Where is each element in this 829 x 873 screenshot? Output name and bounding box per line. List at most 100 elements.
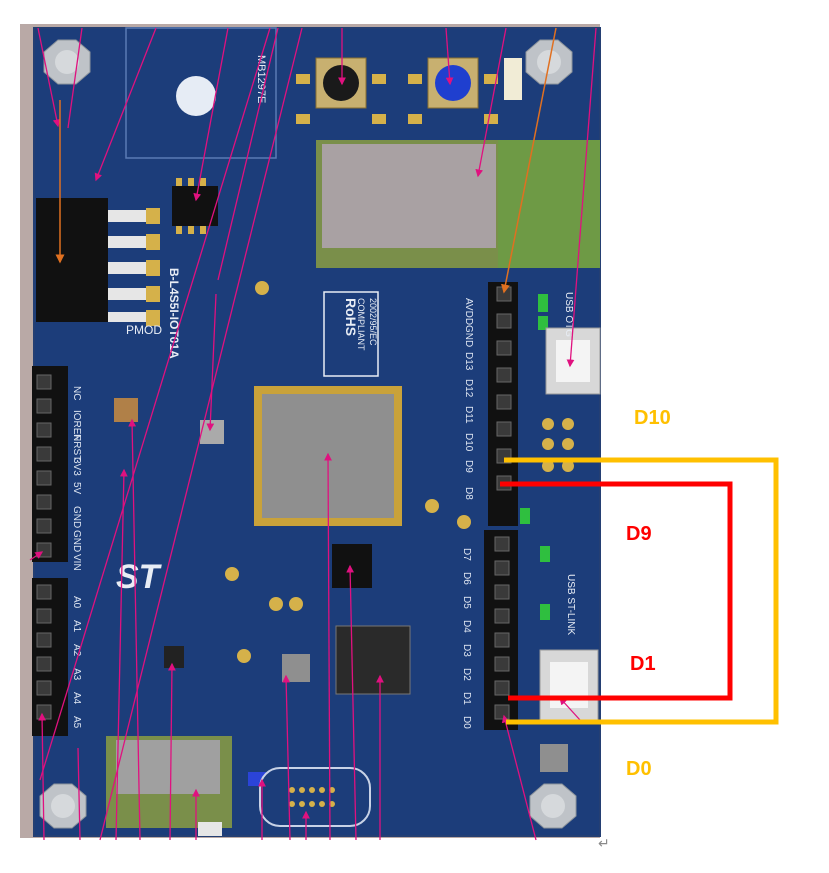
pin-label-5v: 5V — [71, 482, 82, 495]
d9-d1-wire — [500, 481, 733, 701]
pin-label-d13: D13 — [463, 352, 474, 371]
bottom-small-part — [198, 822, 222, 836]
led-green-5 — [540, 604, 550, 620]
pin-label-ioref: IOREF — [71, 410, 82, 441]
usb-stlink-connector — [539, 649, 599, 721]
pin-label-a5: A5 — [71, 716, 82, 729]
led-green-2 — [538, 316, 548, 330]
chip-brown — [114, 398, 138, 422]
header-pin-a0 — [36, 584, 52, 600]
pin-label-d1: D1 — [461, 692, 472, 705]
header-pin-3v3 — [36, 446, 52, 462]
pin-label-d0: D0 — [461, 716, 472, 729]
header-pin-5v — [36, 470, 52, 486]
led-green-4 — [540, 546, 550, 562]
pmod-connector — [36, 198, 160, 326]
chip-small-center — [332, 544, 372, 588]
pin-label-a1: A1 — [71, 620, 82, 633]
pin-label-d11: D11 — [463, 406, 474, 424]
header-pin-nrst — [36, 422, 52, 438]
rohs-compliant: COMPLIANT — [356, 298, 366, 351]
pin-label-a3: A3 — [71, 668, 82, 681]
header-pin-d13 — [496, 340, 512, 356]
chip-stlink-mcu — [335, 625, 411, 695]
pin-label-avdd: AVDD — [463, 298, 474, 325]
header-pin-gnd — [496, 313, 512, 329]
header-pin-d4 — [494, 608, 510, 624]
pin-label-d6: D6 — [461, 572, 472, 585]
header-pin-gnd — [36, 518, 52, 534]
bottom-module — [106, 736, 232, 828]
pin-label-nrst: NRST — [71, 434, 82, 461]
header-pin-nc — [36, 374, 52, 390]
header-pin-d7 — [494, 536, 510, 552]
header-pin-vin — [36, 542, 52, 558]
d10-d0-wire — [504, 457, 779, 725]
chip-mic — [164, 646, 184, 668]
pin-label-vin: VIN — [71, 554, 82, 571]
header-pin-gnd — [36, 494, 52, 510]
reset-button[interactable] — [315, 57, 367, 109]
pin-label-a4: A4 — [71, 692, 82, 705]
chip-bottom-right — [540, 744, 568, 772]
pin-label-d5: D5 — [461, 596, 472, 609]
led-green-1 — [538, 294, 548, 312]
st-logo: ST — [116, 558, 163, 596]
board-name: B-L4S5I-IOT01A — [167, 268, 181, 359]
pin-label-a2: A2 — [71, 644, 82, 657]
pin-label-nc: NC — [71, 386, 82, 400]
header-pin-d12 — [496, 367, 512, 383]
debug-connector — [259, 767, 371, 827]
pin-label-d9: D9 — [463, 460, 474, 473]
label-d1: D1 — [630, 653, 656, 675]
header-pin-a2 — [36, 632, 52, 648]
user-button[interactable] — [427, 57, 479, 109]
module-outline — [125, 27, 277, 159]
reference-lines — [29, 27, 597, 841]
pin-label-d7: D7 — [461, 548, 472, 561]
label-d10: D10 — [634, 407, 671, 429]
header-pin-d6 — [494, 560, 510, 576]
usb-otg-label: USB OTG — [563, 292, 574, 337]
header-pin-a1 — [36, 608, 52, 624]
rohs-mark: RoHS COMPLIANT 2002/95/EC — [323, 291, 379, 377]
pin-label-d4: D4 — [461, 620, 472, 633]
header-pin-d3 — [494, 632, 510, 648]
pin-label-d10: D10 — [463, 433, 474, 452]
pin-label-d8: D8 — [463, 487, 474, 500]
standoff-bottom-right — [529, 783, 577, 829]
module-logo — [176, 76, 216, 116]
header-pin-d5 — [494, 584, 510, 600]
rohs-text: RoHS — [343, 298, 359, 336]
pin-label-d2: D2 — [461, 668, 472, 681]
pin-label-gnd: GND — [463, 325, 474, 347]
wifi-module — [316, 140, 600, 268]
gold-pad-column — [542, 418, 574, 472]
led-green-3 — [520, 508, 530, 524]
header-pin-a3 — [36, 656, 52, 672]
header-pin-a4 — [36, 680, 52, 696]
usb-stlink-label: USB ST-LINK — [565, 574, 576, 635]
header-pin-d2 — [494, 656, 510, 672]
standoff-top-left — [43, 39, 91, 85]
header-pin-d1 — [494, 680, 510, 696]
white-connector — [504, 58, 522, 100]
header-pin-d10 — [496, 421, 512, 437]
header-pin-a5 — [36, 704, 52, 720]
standoff-bottom-left — [39, 783, 87, 829]
pin-label-d12: D12 — [463, 379, 474, 398]
header-pin-ioref — [36, 398, 52, 414]
chip-sensor-top — [172, 186, 218, 226]
pin-label-3v3: 3V3 — [71, 458, 82, 476]
pin-label-d3: D3 — [461, 644, 472, 657]
header-pin-d0 — [494, 704, 510, 720]
pin-label-gnd: GND — [71, 530, 82, 552]
pin-label-gnd: GND — [71, 506, 82, 528]
return-glyph: ↵ — [598, 835, 610, 851]
rohs-standard: 2002/95/EC — [368, 298, 378, 346]
pin-label-a0: A0 — [71, 596, 82, 609]
header-pin-d11 — [496, 394, 512, 410]
label-d9: D9 — [626, 523, 652, 545]
usb-otg-connector — [545, 327, 601, 395]
